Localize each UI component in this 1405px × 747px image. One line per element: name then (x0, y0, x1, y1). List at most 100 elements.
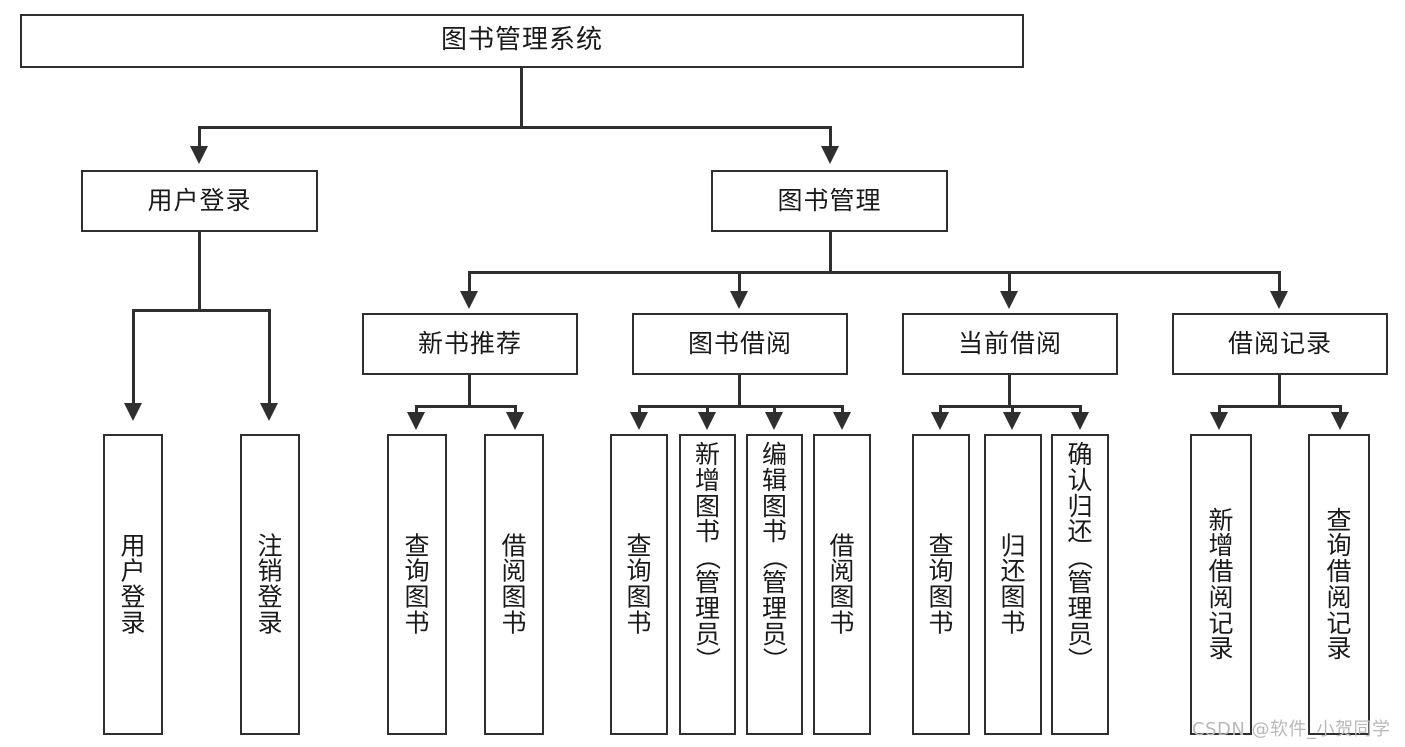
connector-current-branch-1 (939, 405, 942, 414)
leaf-node-label: 确认归还（管理员） (1053, 442, 1107, 673)
arrow-user-login-leaf-2 (260, 403, 278, 421)
leaf-label-char: 还 (1000, 556, 1026, 586)
node-current-borrow[interactable]: 当前借阅 (902, 313, 1118, 375)
node-book-borrow[interactable]: 图书借阅 (632, 313, 848, 375)
arrow-book-mgmt-to-records (1270, 291, 1288, 309)
leaf-label-char: （ (1065, 544, 1095, 571)
node-root-system[interactable]: 图书管理系统 (20, 14, 1024, 68)
leaf-node[interactable]: 借阅图书 (813, 434, 871, 735)
arrow-book-mgmt-to-new-books (460, 291, 478, 309)
connector-records-stem (1278, 375, 1281, 407)
leaf-node[interactable]: 注销登录 (240, 434, 300, 735)
connector-current-bus (939, 405, 1082, 408)
leaf-label-char: 新 (694, 440, 720, 469)
leaf-label-char: 认 (1067, 465, 1093, 495)
leaf-node[interactable]: 查询图书 (387, 434, 447, 735)
arrow-borrow-leaf-1 (630, 412, 648, 430)
arrow-records-leaf-2 (1331, 412, 1349, 430)
leaf-node[interactable]: 借阅图书 (484, 434, 544, 735)
leaf-label-char: ） (692, 647, 722, 673)
node-borrow-records[interactable]: 借阅记录 (1172, 313, 1388, 375)
leaf-label-char: 书 (694, 517, 720, 547)
leaf-label-char: 借 (829, 531, 855, 560)
leaf-node-label: 查询图书 (914, 533, 968, 636)
connector-root-bus (198, 126, 832, 129)
leaf-label-char: 书 (1000, 608, 1026, 638)
leaf-node-label: 新增借阅记录 (1192, 507, 1250, 662)
leaf-node[interactable]: 确认归还（管理员） (1051, 434, 1109, 735)
leaf-node-label: 新增图书（管理员） (681, 440, 734, 673)
connector-current-branch-3 (1079, 405, 1082, 414)
connector-new-books-bus (415, 405, 517, 408)
connector-borrow-stem (738, 375, 741, 407)
leaf-node[interactable]: 查询借阅记录 (1308, 434, 1370, 735)
leaf-label-char: 录 (1208, 634, 1234, 663)
leaf-node[interactable]: 新增图书（管理员） (679, 434, 736, 735)
leaf-label-char: 员 (694, 619, 720, 649)
leaf-label-char: 销 (257, 556, 283, 586)
connector-user-login-branch-2 (268, 309, 271, 404)
leaf-node[interactable]: 用户登录 (103, 434, 163, 735)
leaf-label-char: 查 (1326, 505, 1352, 535)
leaf-node-label: 查询图书 (389, 533, 445, 636)
leaf-node-label: 查询借阅记录 (1310, 507, 1368, 662)
leaf-label-char: 图 (626, 582, 652, 612)
leaf-label-char: 询 (928, 556, 954, 586)
leaf-label-char: （ (759, 544, 789, 571)
connector-borrow-bus (638, 405, 843, 408)
connector-user-login-bus (132, 309, 270, 312)
leaf-label-char: 阅 (829, 556, 855, 586)
leaf-label-char: 归 (1067, 491, 1093, 521)
arrow-user-login-leaf-1 (124, 403, 142, 421)
leaf-label-char: 询 (626, 556, 652, 586)
leaf-node-label: 借阅图书 (486, 533, 542, 636)
leaf-node-label: 用户登录 (105, 533, 161, 636)
leaf-node-label: 编辑图书（管理员） (748, 440, 801, 673)
arrow-book-mgmt-to-borrow (730, 291, 748, 309)
leaf-label-char: 录 (257, 608, 283, 638)
arrow-new-books-leaf-2 (506, 412, 524, 430)
leaf-node[interactable]: 查询图书 (912, 434, 970, 735)
leaf-label-char: 查 (928, 531, 954, 560)
connector-book-mgmt-branch-4 (1278, 271, 1281, 293)
leaf-label-char: 理 (1067, 593, 1093, 623)
leaf-node[interactable]: 新增借阅记录 (1190, 434, 1252, 735)
node-label: 图书管理系统 (440, 25, 603, 56)
connector-root-to-book-mgmt (829, 126, 832, 148)
leaf-label-char: 书 (928, 608, 954, 638)
leaf-label-char: 辑 (761, 465, 787, 495)
leaf-label-char: 管 (1067, 568, 1093, 597)
arrow-current-leaf-2 (1003, 412, 1021, 430)
node-label: 新书推荐 (417, 329, 522, 358)
leaf-label-char: 员 (761, 619, 787, 649)
leaf-label-char: 询 (1326, 531, 1352, 560)
leaf-label-char: 询 (404, 556, 430, 586)
leaf-label-char: 阅 (1208, 582, 1234, 612)
arrow-book-mgmt-to-current (1000, 291, 1018, 309)
leaf-node[interactable]: 归还图书 (984, 434, 1042, 735)
leaf-label-char: 管 (761, 568, 787, 597)
leaf-node-label: 归还图书 (986, 533, 1040, 636)
leaf-node[interactable]: 查询图书 (610, 434, 668, 735)
node-book-management[interactable]: 图书管理 (711, 170, 948, 232)
leaf-node[interactable]: 编辑图书（管理员） (746, 434, 803, 735)
watermark-text: CSDN @软件_小贺同学 (1192, 719, 1391, 740)
arrow-borrow-leaf-3 (765, 412, 783, 430)
leaf-label-char: 登 (120, 582, 146, 612)
leaf-label-char: 书 (829, 608, 855, 638)
leaf-label-char: 编 (761, 440, 787, 469)
leaf-label-char: 图 (404, 582, 430, 612)
leaf-label-char: 图 (694, 491, 720, 521)
connector-book-mgmt-branch-2 (738, 271, 741, 293)
leaf-label-char: 图 (501, 582, 527, 612)
leaf-label-char: 记 (1208, 608, 1234, 638)
leaf-label-char: 记 (1326, 608, 1352, 638)
leaf-label-char: 借 (1326, 556, 1352, 586)
leaf-node-label: 查询图书 (612, 533, 666, 636)
node-user-login[interactable]: 用户登录 (81, 170, 318, 232)
node-new-book-recommend[interactable]: 新书推荐 (362, 313, 578, 375)
leaf-label-char: 图 (761, 491, 787, 521)
leaf-label-char: 图 (1000, 582, 1026, 612)
leaf-label-char: 阅 (501, 556, 527, 586)
